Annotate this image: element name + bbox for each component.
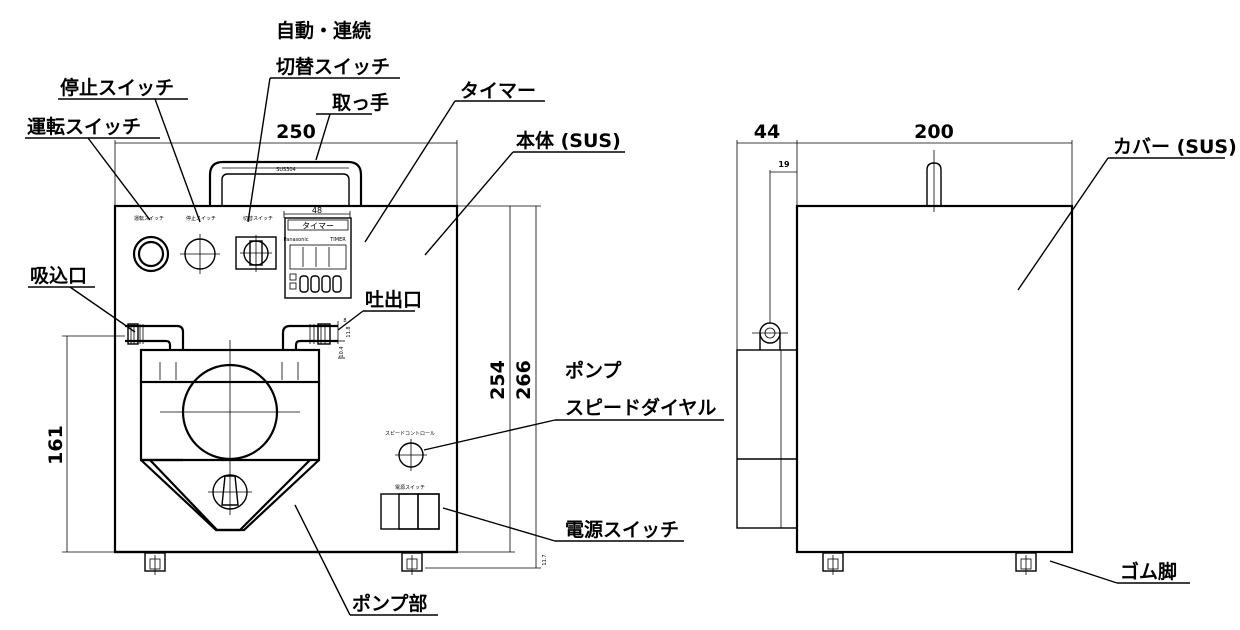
label-pump-part: ポンプ部 [352,592,427,615]
changer-switch [235,235,277,272]
dim-250-text: 250 [276,121,316,143]
panel-speed-label: スピードコントロール [385,431,435,437]
front-foot-right [401,552,423,575]
dim-outlet-10-4: 10.4 [339,346,345,357]
label-switch-changer: 切替スイッチ [276,55,390,78]
dim-outlet-11-8: 11.8 [346,326,352,337]
handle: SUS304 [208,160,363,206]
timer-unit: 48 タイマー Panasonic TIMER [283,206,352,299]
dim-11-7-text: 11.7 [542,554,548,565]
label-timer: タイマー [460,80,536,102]
timer-panel-label: タイマー [302,222,334,231]
front-view: SUS304 運転スイッチ 停止スイッチ 切替スイッチ [45,121,548,575]
stop-switch [180,234,220,274]
panel-power-label: 電源スイッチ [395,484,425,491]
dim-254-text: 254 [487,360,509,400]
label-auto-continuous: 自動・連続 [276,19,371,42]
dim-19-text: 19 [778,160,790,169]
handle-mark-text: SUS304 [276,167,296,173]
label-rubber-foot: ゴム脚 [1120,560,1177,583]
side-view: 44 200 19 [736,121,1074,575]
side-pump-block [736,349,798,529]
label-stop-switch: 停止スイッチ [60,76,174,99]
label-body-sus: 本体 (SUS) [516,129,621,152]
label-power-switch: 電源スイッチ [565,518,679,541]
inlet-pipe [125,323,185,350]
label-pump: ポンプ [565,359,622,382]
dim-44-text: 44 [754,121,780,143]
label-outlet: 吐出口 [365,288,422,311]
label-speed-dial: スピードダイヤル [565,396,716,419]
panel-stop-label: 停止スイッチ [186,215,216,222]
leader-lines [25,77,1225,616]
dim-timer-width: 48 [312,206,322,215]
front-foot-left [144,552,166,575]
dim-200-text: 200 [914,121,954,143]
dim-161: 161 [45,335,125,553]
dim-266-text: 266 [513,360,535,400]
front-body-outline [113,204,459,554]
label-inlet: 吸込口 [30,265,87,287]
timer-model: TIMER [329,237,346,243]
panel-change-label: 切替スイッチ [243,215,273,222]
dim-254-266: 254 266 11.7 [425,205,548,569]
side-foot-left [822,552,844,575]
speed-dial: スピードコントロール [385,431,435,471]
dim-161-text: 161 [45,425,67,465]
power-switch: 電源スイッチ [380,484,440,530]
dim-250: 250 [114,121,458,206]
label-handle: 取っ手 [332,91,389,114]
label-cover-sus: カバー (SUS) [1113,136,1237,158]
side-foot-right [1015,552,1037,575]
side-body-outline [795,204,1074,554]
dim-outlet-8: 8 [343,318,346,324]
run-switch [132,235,170,273]
label-run-switch: 運転スイッチ [27,116,141,138]
outlet-pipe: 8 11.8 10.4 [281,318,352,359]
pump-head [139,340,321,532]
callout-labels: 自動・連続 切替スイッチ 停止スイッチ 運転スイッチ 取っ手 タイマー 本体 (… [27,19,1237,615]
timer-brand: Panasonic [283,237,308,243]
